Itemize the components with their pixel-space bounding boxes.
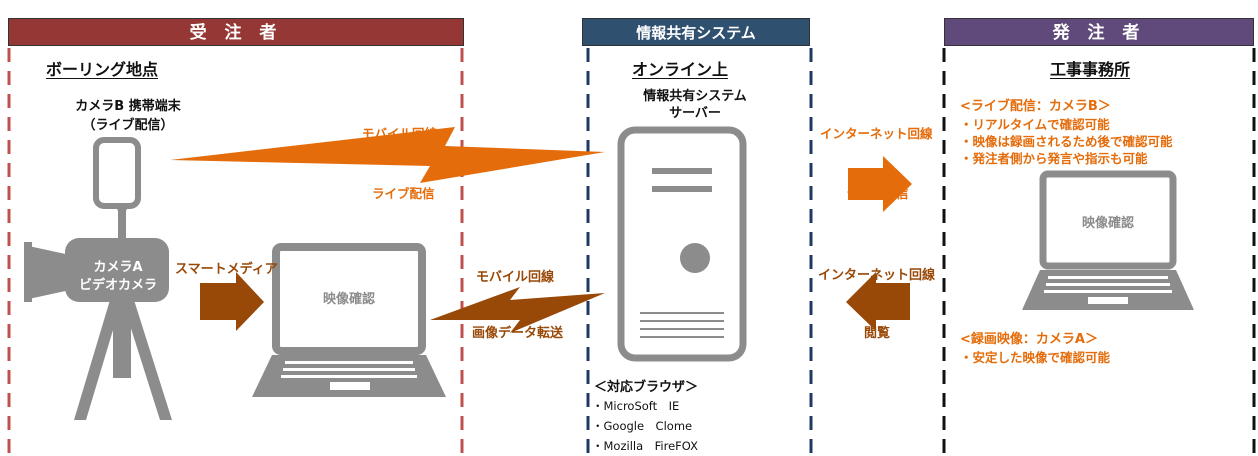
image-transfer-label: 画像データ転送 [472,326,564,341]
internet-view-arrow [846,272,910,331]
server-icon [617,126,747,362]
server-label-line1: 情報共有システム [643,89,747,104]
camera-a-sublabel: ビデオカメラ [78,278,157,293]
recording-info-item: ・安定した映像で確認可能 [960,350,1111,365]
header-contractor: 受 注 者 [8,18,464,46]
phone-mount-icon [118,205,126,240]
recording-info-title: <録画映像：カメラA＞ [960,332,1098,347]
view-label: 閲覧 [864,326,891,341]
header-system: 情報共有システム [582,18,810,46]
mobile-line-top-label: モバイル回線 [362,126,438,141]
client-laptop-icon [1022,170,1194,310]
contractor-laptop-screen-text: 映像確認 [322,292,375,307]
browser-item: ・Google Clome [592,419,693,433]
live-info-item: ・映像は録画されるため後で確認可能 [960,134,1173,149]
camera-a-label: カメラA [93,260,143,275]
server-label-line2: サーバー [669,106,721,121]
mobile-line-bottom-label: モバイル回線 [476,270,555,285]
video-camera-icon [24,238,169,302]
client-laptop-screen-text: 映像確認 [1081,216,1134,231]
camera-b-label: カメラB 携帯端末 [75,99,181,114]
subtitle-client: 工事事務所 [1050,60,1131,79]
live-info-item: ・発注者側から発言や指示も可能 [960,151,1148,166]
subtitle-contractor: ボーリング地点 [46,60,159,79]
browser-item: ・MicroSoft IE [592,399,680,413]
smart-media-arrow [200,272,264,331]
live-info-item: ・リアルタイムで確認可能 [960,117,1110,132]
mobile-link-top-bolt [170,127,605,183]
browser-item: ・Mozilla FireFOX [592,439,698,453]
internet-live-arrow [848,156,912,212]
contractor-laptop-icon [252,243,446,397]
header-client: 発 注 者 [944,18,1254,46]
mobile-link-bottom-bolt [430,287,605,333]
live-stream-right-label: ライブ配信 [846,186,909,201]
smartphone-icon [93,137,141,209]
camera-b-sublabel: （ライブ配信） [82,118,174,133]
internet-line-bottom-label: インターネット回線 [818,268,936,283]
live-stream-left-label: ライブ配信 [372,186,435,201]
live-info-title: <ライブ配信：カメラB＞ [960,99,1111,114]
tripod-icon [74,298,172,420]
subtitle-system: オンライン上 [632,60,729,79]
browsers-title: ＜対応ブラウザ＞ [594,380,699,395]
smart-media-label: スマートメディア [175,262,278,277]
internet-line-top-label: インターネット回線 [820,126,933,141]
